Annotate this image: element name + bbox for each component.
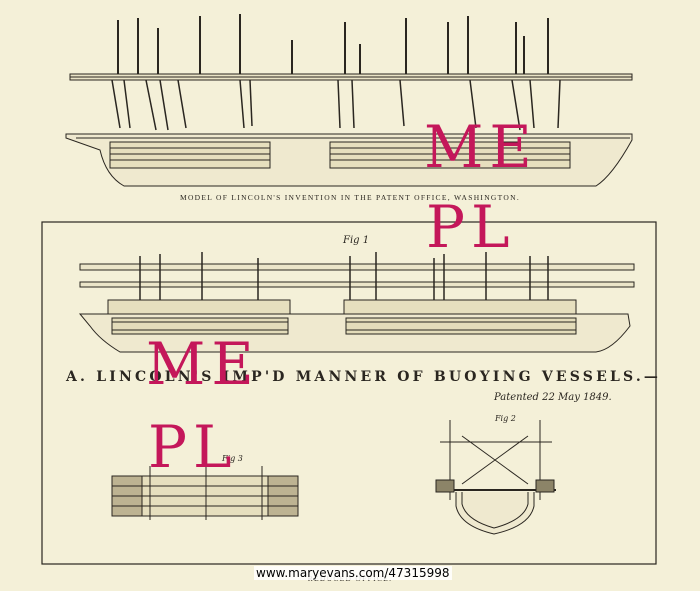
watermark-bottom-pl: PL xyxy=(148,413,238,481)
watermark-top-pl: PL xyxy=(426,193,516,261)
fig1-drawing xyxy=(78,252,635,353)
fig2-label: Fig 2 xyxy=(495,414,516,423)
watermark-bottom-me: ME xyxy=(146,330,260,398)
model-drawing xyxy=(65,14,633,187)
model-caption: MODEL OF LINCOLN'S INVENTION IN THE PATE… xyxy=(179,193,520,202)
fig3-drawing xyxy=(111,466,299,520)
fig3-label: Fig 3 xyxy=(222,454,243,463)
fig1-label: Fig 1 xyxy=(343,235,370,246)
image-credit-url: www.maryevans.com/47315998 xyxy=(254,566,452,580)
fig2-drawing xyxy=(435,420,556,535)
watermark-top-me: ME xyxy=(424,113,538,181)
plate-title: A. LINCOLN'S IMP'D MANNER OF BUOYING VES… xyxy=(66,369,662,385)
plate-border xyxy=(41,221,657,565)
patent-date-note: Patented 22 May 1849. xyxy=(494,392,612,403)
